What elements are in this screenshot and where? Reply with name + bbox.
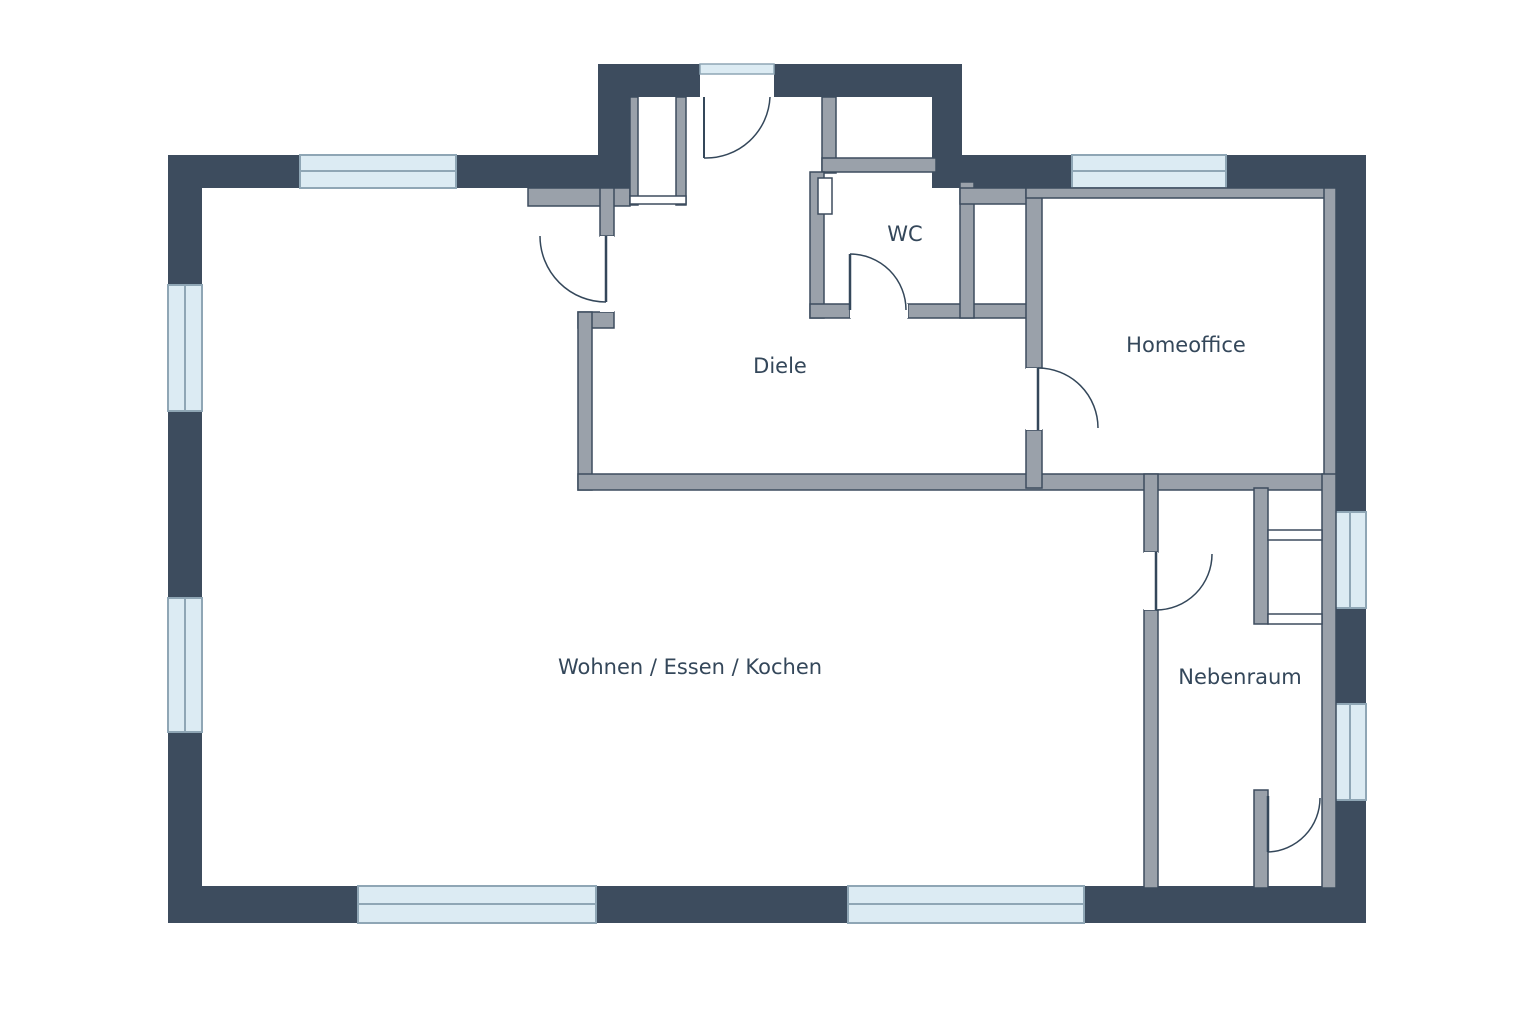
window-bottom-2 [847,885,1085,924]
interior-walls [527,96,1337,889]
wall-homeoffice-left-lower [1025,429,1043,489]
wall-diele-left [577,311,593,491]
closet-shelf-bottom [1267,613,1323,625]
doors [539,235,1321,853]
wall-homeoffice-top [1025,187,1337,199]
room-label-wohnen: Wohnen / Essen / Kochen [557,655,823,679]
wall-shaft-right [1025,187,1043,369]
wall-nebenraum-left-lower [1143,609,1159,889]
wall-wc-bottom-left [809,303,851,319]
wall-nebenraum-closet [1253,487,1269,625]
window-right-2 [1333,703,1367,801]
wall-closet-left [629,96,639,206]
door-nebenraum-closet [1266,796,1321,853]
exterior-wall-left [168,155,202,923]
wall-niche-left [821,96,837,174]
wall-niche-bottom [821,157,937,173]
room-label-homeoffice: Homeoffice [1126,333,1246,357]
closet-shelf-top [1267,529,1323,541]
wall-homeoffice-right [1323,187,1337,491]
door-nebenraum [1144,552,1213,611]
window-right-1 [1333,511,1367,609]
wall-horizontal-main [577,473,1337,491]
closet-details [629,177,1323,625]
wall-wc-right [959,181,975,319]
entrance-door [699,63,775,159]
wall-closet-right [675,96,687,206]
room-label-nebenraum: Nebenraum [1178,665,1302,689]
wall-nebenraum-right [1321,473,1337,889]
exterior-wall-bottom [168,886,1366,923]
window-left-2 [167,597,203,733]
wall-nebenraum-lower-closet [1253,789,1269,889]
windows [167,154,1367,924]
room-label-diele: Diele [753,354,807,378]
entry-closet-bottom [629,195,687,205]
door-wohnen-diele [539,235,614,312]
wc-fixture [817,177,833,215]
window-top-1 [299,154,457,189]
room-label-wc: WC [887,222,923,246]
wall-nebenraum-left-upper [1143,473,1159,553]
exterior-wall-notch-top [598,64,962,97]
door-wc [848,253,908,318]
window-left-1 [167,284,203,412]
door-homeoffice [1026,367,1099,430]
window-top-2 [1071,154,1227,189]
wall-diele-left-upper [599,187,615,237]
window-bottom-1 [357,885,597,924]
